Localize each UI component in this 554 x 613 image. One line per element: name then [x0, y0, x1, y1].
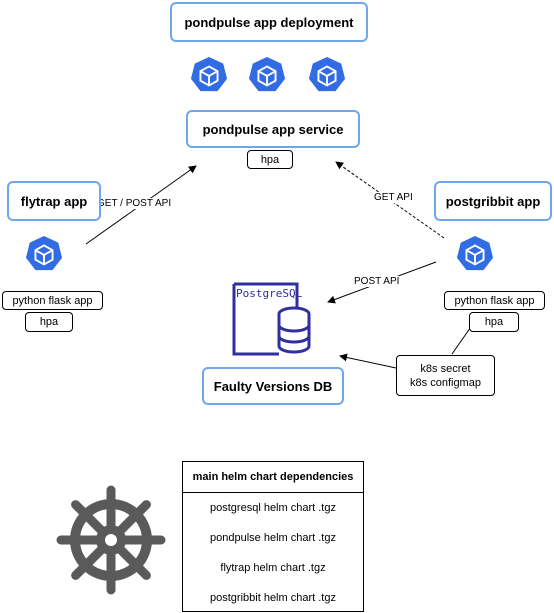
helm-table-row: postgresql helm chart .tgz	[210, 502, 336, 514]
database-title: Faulty Versions DB	[213, 378, 333, 394]
postgresql-logo-text: PostgreSQL	[236, 287, 303, 300]
k8s-config-box[interactable]: k8s secret k8s configmap	[396, 355, 495, 396]
service-box[interactable]: pondpulse app service	[186, 110, 360, 148]
postgribbit-hpa[interactable]: hpa	[469, 312, 519, 332]
helm-table-header: main helm chart dependencies	[183, 462, 363, 493]
kubernetes-pod-icon	[25, 235, 63, 271]
flytrap-runtime[interactable]: python flask app	[2, 291, 103, 310]
deployment-box[interactable]: pondpulse app deployment	[170, 2, 368, 42]
edge-label-flytrap: GET / POST API	[95, 198, 174, 209]
kubernetes-pod-icon	[190, 56, 228, 92]
edge-label-postgribbit-db: POST API	[352, 276, 402, 287]
flytrap-hpa[interactable]: hpa	[25, 312, 73, 332]
helm-table-row: pondpulse helm chart .tgz	[210, 532, 336, 544]
kubernetes-pod-icon	[248, 56, 286, 92]
flytrap-title: flytrap app	[20, 193, 88, 209]
kubernetes-pod-icon	[456, 235, 494, 271]
helm-table-row: postgribbit helm chart .tgz	[210, 592, 336, 604]
arrow-config-to-db	[339, 353, 397, 369]
helm-wheel-icon	[56, 485, 166, 595]
postgribbit-box[interactable]: postgribbit app	[434, 181, 552, 221]
postgresql-database-icon: PostgreSQL	[231, 281, 313, 357]
k8s-configmap-label: k8s configmap	[410, 376, 481, 389]
flytrap-box[interactable]: flytrap app	[7, 181, 101, 221]
helm-dependencies-table: main helm chart dependencies postgresql …	[182, 461, 364, 612]
database-box[interactable]: Faulty Versions DB	[202, 367, 344, 405]
edge-label-postgribbit-service: GET API	[372, 192, 415, 203]
kubernetes-pod-icon	[308, 56, 346, 92]
postgribbit-runtime[interactable]: python flask app	[444, 291, 545, 310]
service-title: pondpulse app service	[202, 121, 344, 137]
postgribbit-title: postgribbit app	[445, 193, 541, 209]
service-hpa[interactable]: hpa	[247, 150, 293, 169]
helm-table-row: flytrap helm chart .tgz	[220, 562, 326, 574]
k8s-secret-label: k8s secret	[420, 362, 471, 375]
deployment-title: pondpulse app deployment	[184, 14, 354, 30]
